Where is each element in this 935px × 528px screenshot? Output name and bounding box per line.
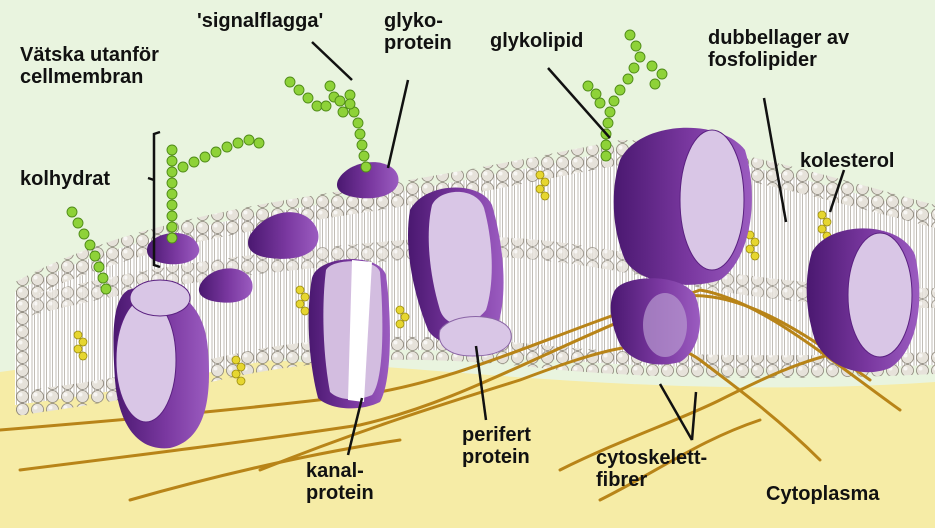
- label-glycoprotein-line1: glyko-: [384, 10, 452, 32]
- label-glycoprotein-line2: protein: [384, 32, 452, 54]
- label-outside-fluid-line1: Vätska utanför: [20, 44, 159, 66]
- label-cytoskeleton-line2: fibrer: [596, 469, 707, 491]
- label-channel-line1: kanal-: [306, 460, 374, 482]
- label-bilayer-line2: fosfolipider: [708, 49, 849, 71]
- label-channel-protein: kanal- protein: [306, 460, 374, 504]
- membrane-edge: [15, 290, 29, 415]
- label-glycoprotein: glyko- protein: [384, 10, 452, 54]
- label-peripheral-protein: perifert protein: [462, 424, 531, 468]
- label-peripheral-line1: perifert: [462, 424, 531, 446]
- label-cholesterol: kolesterol: [800, 150, 894, 172]
- label-bilayer-line1: dubbellager av: [708, 27, 849, 49]
- channel-protein: [309, 259, 390, 408]
- label-outside-fluid-line2: cellmembran: [20, 66, 159, 88]
- label-channel-line2: protein: [306, 482, 374, 504]
- label-peripheral-line2: protein: [462, 446, 531, 468]
- label-outside-fluid: Vätska utanför cellmembran: [20, 44, 159, 88]
- label-cytoskeleton-fibers: cytoskelett- fibrer: [596, 447, 707, 491]
- label-cytoskeleton-line1: cytoskelett-: [596, 447, 707, 469]
- label-cytoplasm: Cytoplasma: [766, 483, 879, 505]
- peripheral-protein: [439, 317, 511, 357]
- transmembrane-protein-right: [807, 228, 920, 372]
- label-signal-flag: 'signalflagga': [197, 10, 323, 32]
- label-carbohydrate: kolhydrat: [20, 168, 110, 190]
- label-glycolipid: glykolipid: [490, 30, 583, 52]
- label-phospholipid-bilayer: dubbellager av fosfolipider: [708, 27, 849, 71]
